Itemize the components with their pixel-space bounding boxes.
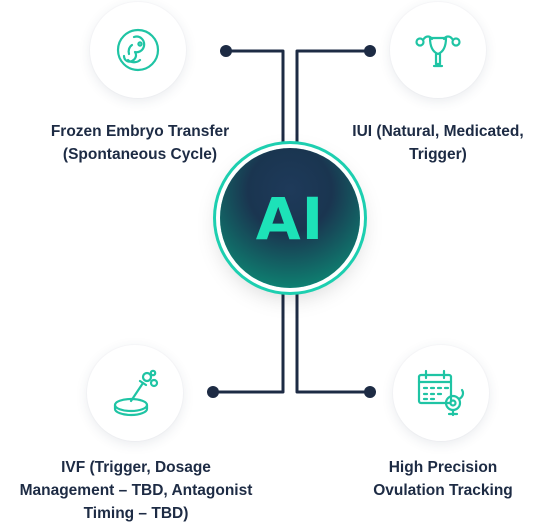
connector-dot-bottom-left [207, 386, 219, 398]
label-line: Timing – TBD) [83, 505, 189, 522]
label-line: High Precision [388, 459, 498, 476]
node-iui-badge [390, 2, 486, 98]
label-line: (Spontaneous Cycle) [62, 146, 218, 163]
label-line: Ovulation Tracking [373, 482, 513, 499]
node-ovulation-tracking-label: High Precision Ovulation Tracking [325, 456, 541, 502]
label-line: Frozen Embryo Transfer [50, 123, 230, 140]
connector-top-left [224, 49, 285, 170]
label-line: Trigger) [409, 146, 467, 163]
connector-dot-top-left [220, 45, 232, 57]
connector-bottom-left [211, 266, 285, 394]
node-iui-label: IUI (Natural, Medicated, Trigger) [318, 120, 541, 166]
embryo-icon [116, 28, 160, 72]
uterus-icon [415, 35, 461, 68]
connector-dot-top-right [364, 45, 376, 57]
connector-top-right [295, 49, 372, 170]
label-line: IVF (Trigger, Dosage [61, 459, 211, 476]
node-ivf-badge [87, 345, 183, 441]
ai-hub-label: AI [255, 185, 325, 253]
node-frozen-embryo-transfer-badge [90, 2, 186, 98]
ai-hub: AI [220, 148, 360, 288]
node-ivf-label: IVF (Trigger, Dosage Management – TBD, A… [0, 456, 272, 525]
label-line: Management – TBD, Antagonist [19, 482, 253, 499]
node-ovulation-tracking-badge [393, 345, 489, 441]
petri-dish-pipette-icon [113, 369, 159, 417]
calendar-ovary-icon [417, 369, 465, 417]
connector-dot-bottom-right [364, 386, 376, 398]
label-line: IUI (Natural, Medicated, [352, 123, 524, 140]
node-frozen-embryo-transfer-label: Frozen Embryo Transfer (Spontaneous Cycl… [15, 120, 265, 166]
connector-bottom-right [295, 266, 372, 394]
